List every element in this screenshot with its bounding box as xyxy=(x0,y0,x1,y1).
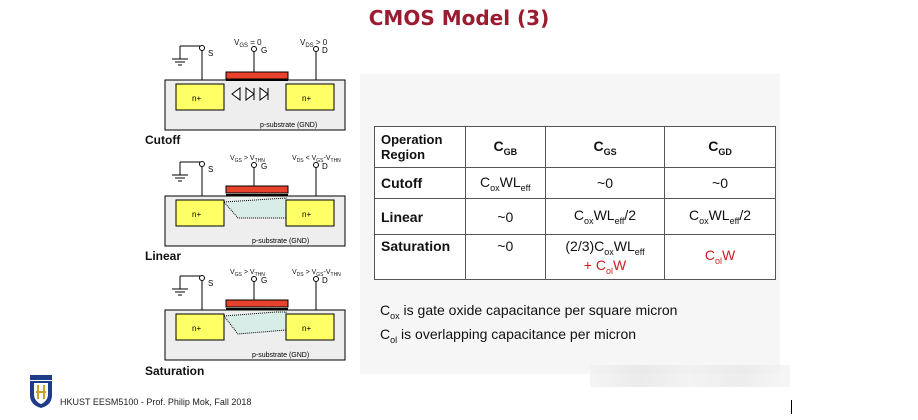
gate-terminal: G xyxy=(261,46,267,55)
region-cell: Linear xyxy=(374,198,466,235)
n-plus-left: n+ xyxy=(192,324,201,333)
header-cgd: CGD xyxy=(664,126,776,168)
header-operation-region: Operation Region xyxy=(374,126,466,168)
header-cgb: CGB xyxy=(464,126,546,168)
region-cell: Cutoff xyxy=(374,167,466,199)
vds-label: VDS < VGS-VTHN xyxy=(292,155,341,164)
table-header-row: Operation Region CGB CGS CGD xyxy=(374,126,776,168)
vgs-label: VGS = 0 xyxy=(234,38,262,49)
source-terminal: S xyxy=(208,49,213,58)
table-row-linear: Linear ~0 CoxWLeff/2 CoxWLeff/2 xyxy=(374,198,776,235)
cgb-cell: ~0 xyxy=(464,234,546,280)
gate-terminal: G xyxy=(261,276,267,285)
university-logo-icon xyxy=(30,375,52,408)
vds-label: VDS > VGS-VTHN xyxy=(292,269,341,278)
capacitance-table: Operation Region CGB CGS CGD Cutoff CoxW… xyxy=(374,126,776,280)
drain-terminal: D xyxy=(322,46,328,55)
source-terminal: S xyxy=(208,279,213,288)
table-row-cutoff: Cutoff CoxWLeff ~0 ~0 xyxy=(374,167,776,199)
header-cgs: CGS xyxy=(544,126,666,168)
cgd-cell: CoxWLeff/2 xyxy=(664,198,776,235)
drain-terminal: D xyxy=(322,162,328,171)
n-plus-right: n+ xyxy=(302,324,311,333)
n-plus-left: n+ xyxy=(192,210,201,219)
diagram-label-saturation: Saturation xyxy=(145,364,205,378)
cgb-cell: ~0 xyxy=(464,198,546,235)
cgd-cell: ColW xyxy=(664,234,776,280)
substrate-label: p-substrate (GND) xyxy=(252,352,309,359)
cgs-cell: ~0 xyxy=(544,167,666,199)
mosfet-diagram-linear: VGS > VTHN VDS < VGS-VTHN S G D n+ n+ p-… xyxy=(164,155,346,247)
n-plus-right: n+ xyxy=(302,210,311,219)
blurred-watermark xyxy=(590,365,790,387)
region-cell: Saturation xyxy=(374,234,466,280)
vgs-label: VGS > VTHN xyxy=(230,155,265,164)
cgb-cell: CoxWLeff xyxy=(464,167,546,199)
vgs-label: VGS > VTHN xyxy=(230,269,265,278)
substrate-label: p-substrate (GND) xyxy=(252,238,309,245)
slide-title: CMOS Model (3) xyxy=(368,6,550,30)
cgs-cell: CoxWLeff/2 xyxy=(544,198,666,235)
n-plus-left: n+ xyxy=(192,94,201,103)
mosfet-diagram-cutoff: VGS = 0 VDS > 0 S G D n+ n+ p-substrate … xyxy=(164,38,346,131)
table-row-saturation: Saturation ~0 (2/3)CoxWLeff+ ColW ColW xyxy=(374,234,776,280)
mosfet-diagram-saturation: VGS > VTHN VDS > VGS-VTHN S G D n+ n+ p-… xyxy=(164,269,346,361)
diagram-label-linear: Linear xyxy=(145,249,182,263)
vds-label: VDS > 0 xyxy=(300,38,328,49)
text-cursor xyxy=(791,400,792,414)
cgs-cell: (2/3)CoxWLeff+ ColW xyxy=(544,234,666,280)
substrate-label: p-substrate (GND) xyxy=(260,122,317,129)
source-terminal: S xyxy=(208,165,213,174)
n-plus-right: n+ xyxy=(302,94,311,103)
note-cox: Cox is gate oxide capacitance per square… xyxy=(380,302,678,321)
footer-credit: HKUST EESM5100 - Prof. Philip Mok, Fall … xyxy=(60,397,252,407)
cgd-cell: ~0 xyxy=(664,167,776,199)
diagram-label-cutoff: Cutoff xyxy=(145,133,181,147)
gate-terminal: G xyxy=(261,162,267,171)
note-col: Col is overlapping capacitance per micro… xyxy=(380,326,637,345)
drain-terminal: D xyxy=(322,276,328,285)
